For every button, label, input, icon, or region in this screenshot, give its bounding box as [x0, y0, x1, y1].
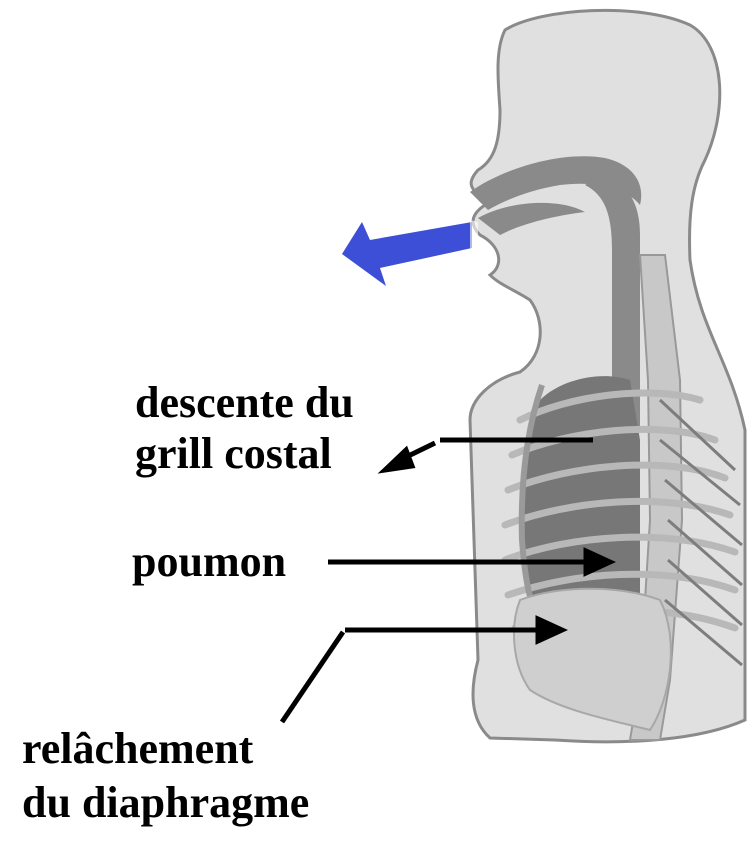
pointer-descente-head	[385, 450, 412, 470]
label-relache-line2: du diaphragme	[22, 776, 309, 830]
pointer-relache-leader	[282, 632, 343, 722]
label-poumon-text: poumon	[132, 537, 286, 588]
label-relachement-diaphragme: relâchement du diaphragme	[22, 722, 309, 829]
label-poumon: poumon	[132, 537, 286, 588]
label-descente-line1: descente du	[135, 378, 354, 429]
label-relache-line1: relâchement	[22, 722, 309, 776]
arrow-left-icon	[342, 220, 478, 286]
label-descente-grill-costal: descente du grill costal	[135, 378, 354, 479]
label-descente-line2: grill costal	[135, 429, 354, 480]
